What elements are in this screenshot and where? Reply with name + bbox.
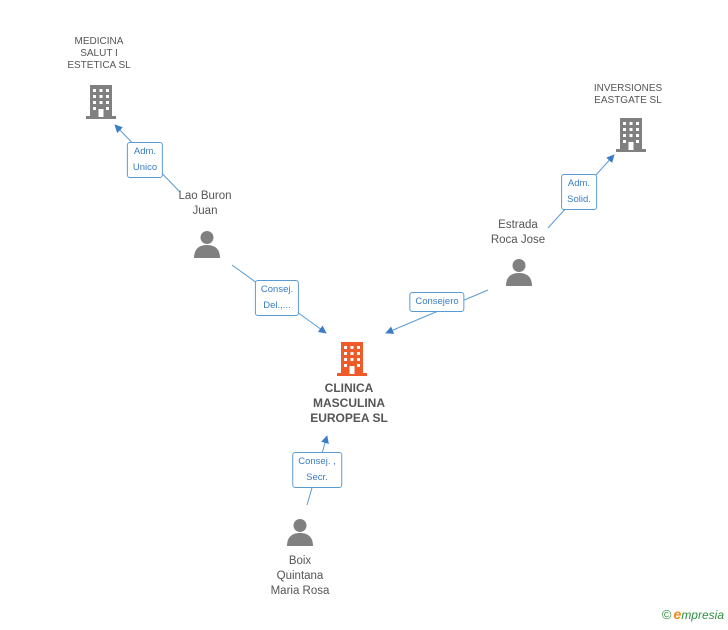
node-label-clinica: CLINICA MASCULINA EUROPEA SL xyxy=(310,381,388,426)
label-line: Maria Rosa xyxy=(270,585,330,597)
brand-logo[interactable]: ©empresia xyxy=(662,606,724,622)
person-icon[interactable] xyxy=(192,229,222,259)
brand-initial: e xyxy=(673,606,682,622)
relation-line: Adm. xyxy=(567,178,591,189)
building-icon[interactable] xyxy=(614,117,648,153)
label-line: Roca Jose xyxy=(490,234,546,246)
building-icon[interactable] xyxy=(84,84,118,120)
node-label-boix: Boix Quintana Maria Rosa xyxy=(271,554,330,599)
node-label-estrada: Estrada Roca Jose xyxy=(491,218,545,248)
relation-line: Unico xyxy=(132,162,158,173)
label-line: CLINICA xyxy=(324,381,374,395)
label-line: Juan xyxy=(192,205,218,217)
label-line: MASCULINA xyxy=(312,396,385,410)
node-label-inversiones: INVERSIONES EASTGATE SL xyxy=(594,83,662,107)
relation-line: Adm. xyxy=(133,146,157,157)
label-line: SALUT I xyxy=(80,48,118,59)
label-line: EASTGATE SL xyxy=(594,95,662,106)
label-line: INVERSIONES xyxy=(593,83,663,94)
label-line: Boix xyxy=(288,555,312,567)
relation-badge-adm-unico[interactable]: Adm. Unico xyxy=(126,142,164,178)
label-line: Lao Buron xyxy=(178,190,232,202)
node-label-medicina: MEDICINA SALUT I ESTETICA SL xyxy=(67,36,130,72)
copyright-symbol: © xyxy=(661,607,672,622)
relation-badge-adm-solid[interactable]: Adm. Solid. xyxy=(561,174,597,210)
label-line: Quintana xyxy=(276,570,324,582)
relation-line: Del.,... xyxy=(263,300,291,311)
brand-name: mpresia xyxy=(681,608,724,622)
label-line: MEDICINA xyxy=(74,36,124,47)
relation-line: Consej. , xyxy=(298,456,336,467)
relation-line: Solid. xyxy=(567,194,591,205)
relation-badge-consej-secr[interactable]: Consej. , Secr. xyxy=(292,452,342,488)
relation-line: Secr. xyxy=(306,472,328,483)
relation-line: Consejero xyxy=(415,296,459,307)
person-icon[interactable] xyxy=(504,257,534,287)
node-label-lao: Lao Buron Juan xyxy=(178,189,231,219)
relation-badge-consejero[interactable]: Consejero xyxy=(409,292,465,312)
person-icon[interactable] xyxy=(285,517,315,547)
relation-badge-consej-del[interactable]: Consej. Del.,... xyxy=(254,280,300,316)
relation-line: Consej. xyxy=(260,284,294,295)
label-line: ESTETICA SL xyxy=(67,60,131,71)
label-line: EUROPEA SL xyxy=(310,411,388,425)
building-icon[interactable] xyxy=(335,341,369,377)
label-line: Estrada xyxy=(498,219,538,231)
